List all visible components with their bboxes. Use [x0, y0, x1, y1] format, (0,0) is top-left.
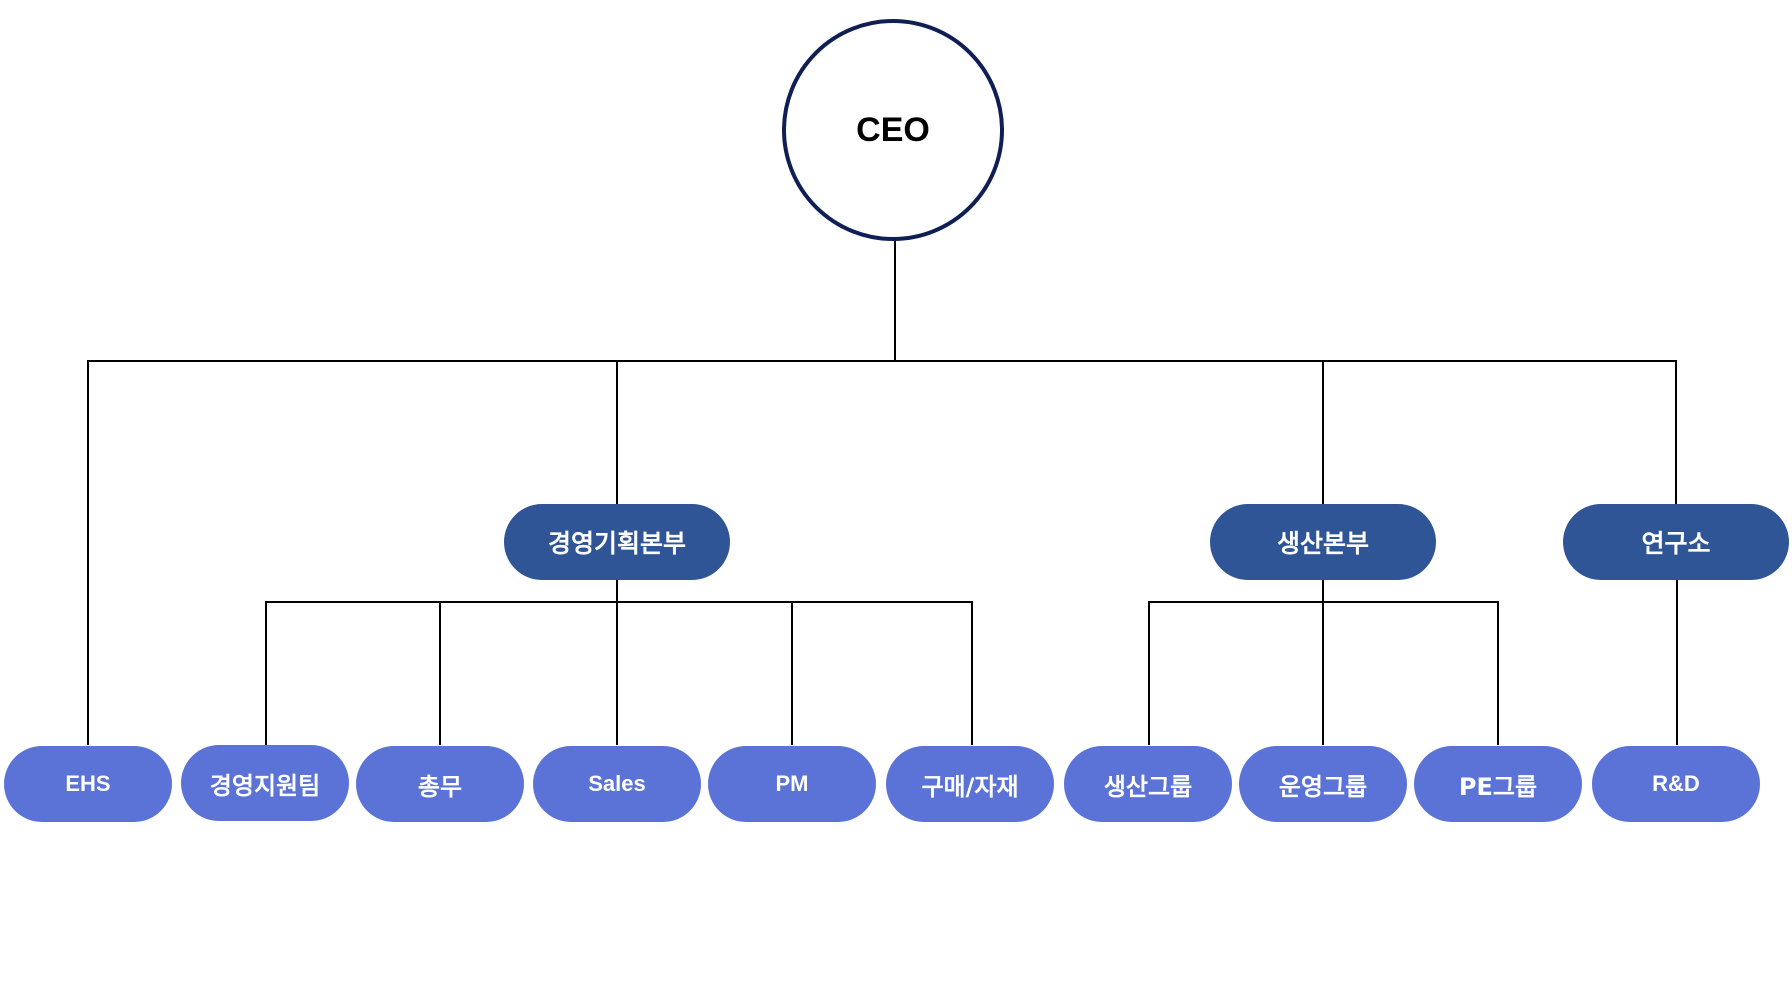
team-label: R&D — [1652, 771, 1700, 796]
team-label: 구매/자재 — [921, 772, 1019, 801]
team-production-group: 생산그룹 — [1064, 746, 1232, 822]
management-planning-bar — [265, 601, 973, 603]
research-down-connector — [1676, 580, 1678, 745]
team-label: 경영지원팀 — [209, 771, 321, 800]
management-planning-down-connector — [616, 580, 618, 745]
team-operations-group: 운영그룹 — [1239, 746, 1407, 822]
production-bar — [1148, 601, 1498, 603]
research-connector — [1675, 360, 1677, 505]
team-label: PE그룹 — [1458, 772, 1538, 801]
team-label: EHS — [65, 771, 111, 796]
general-affairs-connector — [439, 601, 441, 745]
division-research: 연구소 — [1563, 504, 1789, 580]
management-planning-connector — [616, 360, 618, 505]
ceo-connector — [894, 241, 896, 362]
team-sales: Sales — [533, 746, 701, 822]
pm-connector — [791, 601, 793, 745]
team-ehs: EHS — [4, 746, 172, 822]
team-purchasing: 구매/자재 — [886, 746, 1054, 822]
ceo-label: CEO — [856, 110, 930, 149]
ehs-connector — [87, 360, 89, 745]
production-connector — [1322, 360, 1324, 505]
team-label: 운영그룹 — [1278, 772, 1368, 801]
team-label: PM — [775, 771, 809, 796]
top-level-bar — [87, 360, 1677, 362]
team-general-affairs: 총무 — [356, 746, 524, 822]
division-label: 생산본부 — [1276, 529, 1369, 558]
division-management-planning: 경영기획본부 — [504, 504, 730, 580]
production-group-connector — [1148, 601, 1150, 745]
production-down-connector — [1322, 580, 1324, 745]
team-label: Sales — [588, 771, 646, 796]
team-management-support: 경영지원팀 — [181, 745, 349, 821]
division-production: 생산본부 — [1210, 504, 1436, 580]
team-label: 총무 — [417, 772, 463, 801]
pe-group-connector — [1497, 601, 1499, 745]
team-pe-group: PE그룹 — [1414, 746, 1582, 822]
team-label: 생산그룹 — [1103, 772, 1193, 801]
purchasing-connector — [971, 601, 973, 745]
division-label: 경영기획본부 — [547, 529, 686, 558]
team-rnd: R&D — [1592, 746, 1760, 822]
ceo-node: CEO — [782, 19, 1004, 241]
division-label: 연구소 — [1641, 529, 1711, 558]
management-support-connector — [265, 601, 267, 745]
team-pm: PM — [708, 746, 876, 822]
